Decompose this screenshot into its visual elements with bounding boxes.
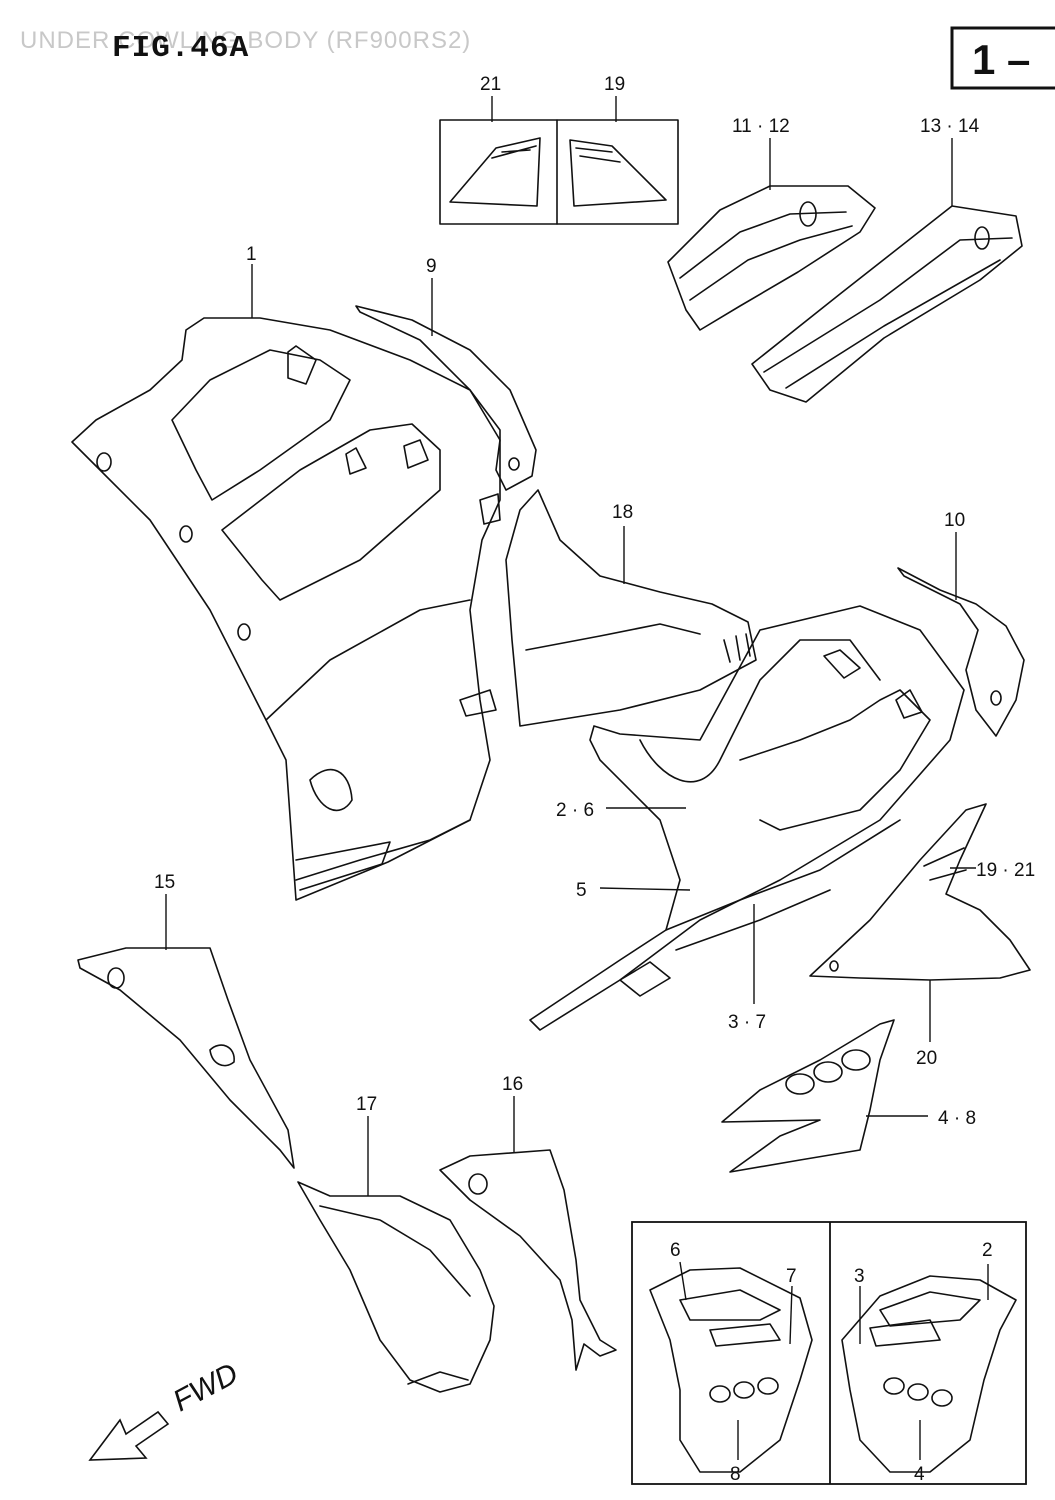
callout-19-21: 19 · 21 bbox=[976, 860, 1035, 881]
callout-3-7: 3 · 7 bbox=[728, 1012, 766, 1033]
callout-1: 1 bbox=[246, 244, 257, 265]
part-13-14-side-cover bbox=[751, 205, 1023, 403]
fwd-label: FWD bbox=[168, 1357, 244, 1418]
inset-label-4: 4 bbox=[914, 1464, 925, 1485]
part-4-8-decal bbox=[721, 1019, 895, 1173]
callout-11-12: 11 · 12 bbox=[732, 116, 790, 137]
part-15-curved-panel bbox=[77, 947, 295, 1169]
callout-19: 19 bbox=[604, 74, 625, 95]
callout-10: 10 bbox=[944, 510, 965, 531]
page-tab-label: 1 – bbox=[972, 36, 1030, 83]
part-17-inner-cowl bbox=[297, 1181, 495, 1393]
callout-17: 17 bbox=[356, 1094, 377, 1115]
faded-caption: UNDER COWLING BODY (RF900RS2) bbox=[20, 27, 471, 54]
callout-16: 16 bbox=[502, 1074, 523, 1095]
callout-21: 21 bbox=[480, 74, 501, 95]
leader-inset-7 bbox=[789, 1285, 793, 1345]
inset-label-3: 3 bbox=[854, 1266, 865, 1287]
part-2-6-5-3-7-lower-fairing bbox=[529, 605, 965, 1031]
part-16-bracket-panel bbox=[439, 1149, 617, 1371]
part-10-corner-piece bbox=[897, 567, 1025, 737]
inset-label-8: 8 bbox=[730, 1464, 741, 1485]
callout-9: 9 bbox=[426, 256, 437, 277]
variant-inset: 6 7 8 3 2 4 bbox=[631, 1221, 1027, 1485]
inset-label-7: 7 bbox=[786, 1266, 797, 1287]
callout-13-14: 13 · 14 bbox=[920, 116, 980, 137]
leader-inset-6 bbox=[679, 1261, 687, 1301]
leader-5 bbox=[599, 887, 691, 891]
callout-20: 20 bbox=[916, 1048, 937, 1069]
part-18-inner-panel bbox=[505, 489, 757, 727]
part-20-side-piece bbox=[809, 803, 1031, 981]
figure-title: FIG.46A bbox=[112, 31, 249, 66]
callout-18: 18 bbox=[612, 502, 633, 523]
part-9-trim-strip bbox=[355, 305, 537, 491]
fwd-arrow-icon bbox=[88, 1410, 170, 1461]
callout-2-6: 2 · 6 bbox=[556, 800, 594, 821]
callout-4-8: 4 · 8 bbox=[938, 1108, 976, 1129]
inset-label-2: 2 bbox=[982, 1240, 993, 1261]
inset-label-6: 6 bbox=[670, 1240, 681, 1261]
callout-5: 5 bbox=[576, 880, 587, 901]
page-tab: 1 – bbox=[950, 26, 1055, 90]
part-11-12-upper-cover bbox=[667, 185, 876, 331]
forward-direction-indicator: FWD bbox=[88, 1357, 244, 1461]
callout-15: 15 bbox=[154, 872, 175, 893]
part-1-side-fairing bbox=[71, 317, 501, 901]
inset-left-fairing bbox=[649, 1267, 813, 1473]
inset-right-fairing bbox=[841, 1275, 1017, 1473]
part-21-19-side-covers bbox=[439, 119, 679, 225]
